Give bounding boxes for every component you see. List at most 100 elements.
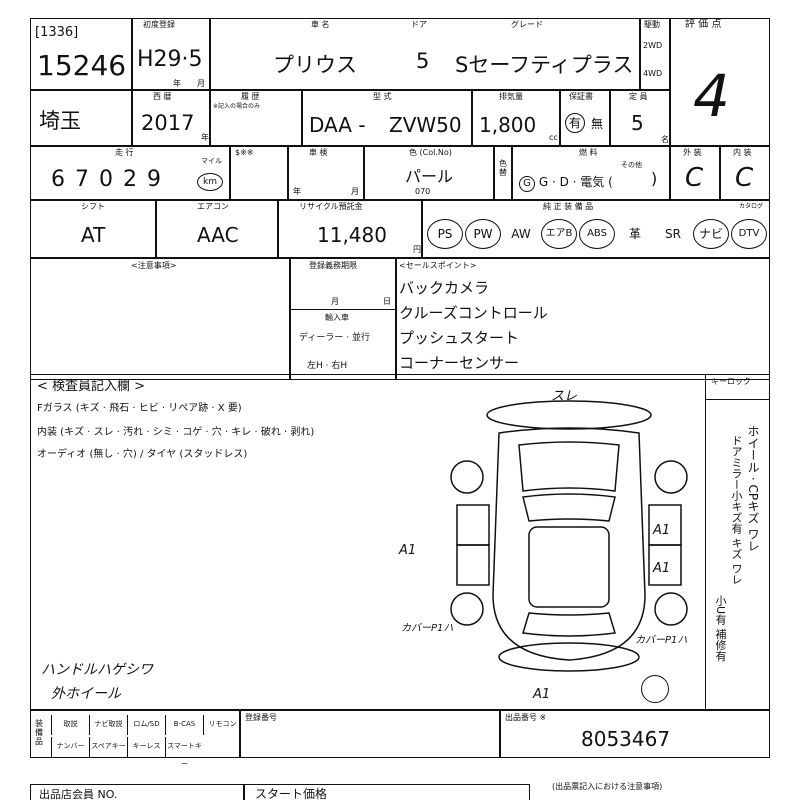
lot-number: 15246 — [37, 49, 127, 82]
bottom-item: 取説 — [51, 715, 89, 735]
history-cell: 履 歴 ※記入の場合のみ — [210, 90, 302, 146]
fuel-close: ) — [651, 169, 658, 188]
bottom-item: ナンバー — [51, 737, 89, 757]
equipment-item: PS — [427, 219, 463, 249]
warranty-yes: 有 — [565, 113, 585, 133]
inspector-cell: < 検査員記入欄 > Fガラス (キズ · 飛石 · ヒビ · リペア跡 · X… — [30, 374, 770, 710]
recycle-label: リサイクル預託金 — [299, 202, 363, 211]
month-unit: 月 — [197, 79, 205, 88]
model-prefix: DAA - — [309, 113, 366, 137]
mark-a1-right-lower: A1 — [653, 561, 671, 576]
right-panel-divider — [705, 375, 706, 709]
western-label: 西 暦 — [153, 92, 172, 101]
exterior: C — [685, 163, 704, 193]
car-name-cell: 車 名 ドア グレード プリウス 5 Sセーフティプラス — [210, 18, 640, 90]
displacement-cell: 排気量 1,800 cc — [472, 90, 560, 146]
western-year: 2017 — [141, 111, 195, 135]
roof — [528, 526, 610, 608]
member-label: 出品店会員 NO. — [39, 788, 118, 800]
model-label: 型 式 — [373, 92, 392, 101]
bottom-equipment-label: 装備品 — [35, 719, 43, 746]
equipment-item: DTV — [731, 219, 767, 249]
bottom-item: リモコン — [203, 715, 241, 735]
color-label: 色 (Col.No) — [409, 148, 452, 157]
warranty-cell: 保証書 有 無 — [560, 90, 610, 146]
registration-label: 登録義務期限 — [309, 261, 357, 270]
car-name-label: 車 名 — [311, 20, 330, 29]
mark-right-rear: カバーP1ハ — [635, 635, 688, 646]
drive-label: 駆動 — [644, 20, 660, 29]
rear-window — [522, 612, 616, 637]
recycle-cell: リサイクル預託金 11,480 円 — [278, 200, 422, 258]
hood — [518, 441, 620, 492]
rating-value: 4 — [693, 62, 730, 130]
mileage-flag-label: $※※ — [235, 148, 254, 157]
dealer-no-cell: 出品番号 ※ 8053467 — [500, 710, 770, 758]
bottom-item: キーレス — [127, 737, 165, 757]
mileage-label: 走 行 — [115, 148, 134, 157]
model-cell: 型 式 DAA - ZVW50 — [302, 90, 472, 146]
keylock-label: キーロック — [711, 377, 751, 386]
rear-bumper — [498, 642, 640, 672]
yen-unit: 円 — [413, 245, 421, 254]
door-left-front — [456, 504, 490, 546]
model-code: ZVW50 — [389, 113, 462, 137]
inspector-line-3: オーディオ (無し · 穴) / タイヤ (スタッドレス) — [37, 449, 248, 460]
western-year-unit: 年 — [201, 133, 209, 142]
km-circle: km — [197, 173, 223, 191]
western-year-cell: 西 暦 2017 年 — [132, 90, 210, 146]
reg-month-unit: 月 — [331, 297, 339, 306]
recycle: 11,480 — [317, 223, 387, 247]
rating-label: 評 価 点 — [685, 19, 722, 30]
warranty-no: 無 — [591, 117, 604, 131]
sales-label: <セールスポイント> — [399, 261, 477, 270]
registration-no-cell: 登録番号 — [240, 710, 500, 758]
bottom-item: スペアキー — [89, 737, 127, 757]
equipment-item: SR — [665, 227, 681, 241]
inspector-line-2: 内装 (キズ · スレ · 汚れ · シミ · コゲ · 穴 · キレ · 破れ… — [37, 427, 315, 438]
ac-label: エアコン — [197, 202, 229, 211]
wheel-rear-left — [450, 592, 484, 626]
inspection-label: 車 検 — [309, 148, 328, 157]
interior-label: 内 装 — [733, 148, 752, 157]
color-no: 070 — [415, 187, 431, 196]
grade: Sセーフティプラス — [455, 53, 634, 77]
car-name: プリウス — [273, 53, 357, 77]
handle-label: 左H · 右H — [307, 361, 348, 371]
registration-cell: 登録義務期限 月 日 輸入車 ディーラー · 並行 左H · 右H — [290, 258, 396, 380]
wheel-rear-right — [654, 592, 688, 626]
handwritten-note-1: ハンドルハゲシワ — [41, 662, 153, 678]
keylock-divider — [705, 399, 769, 400]
dealer-no: 8053467 — [581, 727, 671, 751]
color: パール — [405, 167, 454, 186]
note-circle — [641, 675, 669, 703]
drive-4wd: 4WD — [643, 69, 663, 78]
equipment-item: ナビ — [693, 219, 729, 249]
right-note-1: ホイール · CPキズ ワレ — [746, 425, 760, 552]
mark-a1-bottom: A1 — [533, 687, 551, 702]
exterior-cell: 外 装 C — [670, 146, 720, 200]
grade-label: グレード — [511, 20, 543, 29]
capacity-label: 定 員 — [629, 92, 648, 101]
equipment-item: 革 — [628, 227, 641, 241]
equipment-label: 純 正 装 備 品 — [543, 202, 594, 211]
cc-unit: cc — [549, 133, 558, 142]
ac: AAC — [197, 223, 239, 247]
start-price-label: スタート価格 — [255, 787, 328, 800]
capacity-unit: 名 — [661, 135, 669, 144]
inspection-cell: 車 検 年 月 — [288, 146, 364, 200]
handwritten-note-2: 外ホイール — [51, 686, 121, 702]
windshield — [522, 493, 616, 522]
region: 埼玉 — [39, 109, 81, 133]
shift-cell: シフト AT — [30, 200, 156, 258]
reg-divider — [291, 309, 395, 310]
first-registration-cell: 初度登録 H29·5 年 月 — [132, 18, 210, 90]
equipment-item: ABS — [579, 219, 615, 249]
first-reg-month: 5 — [188, 47, 203, 72]
color-cell: 色 (Col.No) パール 070 — [364, 146, 494, 200]
doors: 5 — [416, 49, 430, 73]
reg-day-unit: 日 — [383, 297, 391, 306]
warranty-label: 保証書 — [569, 92, 593, 101]
door-right-rear — [648, 544, 682, 586]
